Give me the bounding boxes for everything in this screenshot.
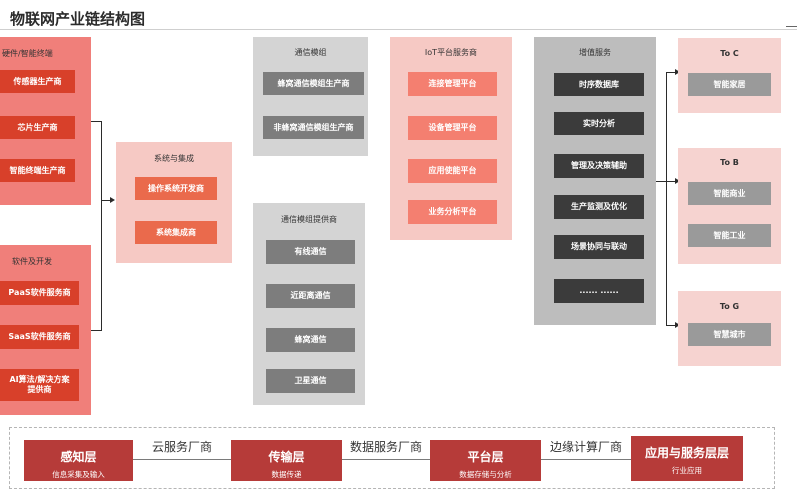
comm-provider-item-cellular: 蜂窝通信 bbox=[266, 328, 355, 352]
layer-platform: 平台层 数据存储与分析 bbox=[430, 440, 541, 481]
layer-platform-subtitle: 数据存储与分析 bbox=[459, 470, 512, 479]
layer-perception-subtitle: 信息采集及输入 bbox=[52, 470, 105, 479]
connector-edge: 边缘计算厂商 bbox=[549, 440, 622, 454]
value-added-panel-title: 增值服务 bbox=[579, 48, 611, 57]
layer-link-line bbox=[133, 459, 231, 460]
title-divider-accent bbox=[786, 26, 797, 27]
integration-item-os: 操作系统开发商 bbox=[135, 177, 217, 200]
title-divider bbox=[0, 29, 797, 30]
hardware-item-terminal: 智能终端生产商 bbox=[0, 159, 75, 182]
iot-platform-panel-title: IoT平台服务商 bbox=[424, 48, 478, 57]
comm-provider-item-satellite: 卫星通信 bbox=[266, 369, 355, 393]
arrow-head-icon bbox=[675, 178, 680, 184]
comm-provider-item-wired: 有线通信 bbox=[266, 240, 355, 264]
integration-item-si: 系统集成商 bbox=[135, 221, 217, 244]
arrow-head-icon bbox=[110, 197, 115, 203]
comm-module-panel: 通信模组 蜂窝通信模组生产商 非蜂窝通信模组生产商 bbox=[253, 37, 368, 156]
connector-line bbox=[101, 121, 102, 331]
iot-platform-item-device: 设备管理平台 bbox=[408, 116, 497, 140]
layer-transmission: 传输层 数据传递 bbox=[231, 440, 342, 481]
to-c-panel: To C 智能家居 bbox=[678, 38, 781, 113]
connector-line bbox=[666, 72, 676, 73]
to-b-panel: To B 智能商业 智能工业 bbox=[678, 148, 781, 264]
iot-platform-item-application: 应用使能平台 bbox=[408, 159, 497, 183]
layer-perception-title: 感知层 bbox=[60, 450, 97, 464]
layer-perception: 感知层 信息采集及输入 bbox=[24, 440, 133, 481]
iot-platform-item-connection: 连接管理平台 bbox=[408, 72, 497, 96]
comm-provider-panel: 通信模组提供商 有线通信 近距离通信 蜂窝通信 卫星通信 bbox=[253, 203, 365, 405]
iot-platform-panel: IoT平台服务商 连接管理平台 设备管理平台 应用使能平台 业务分析平台 bbox=[390, 37, 512, 240]
value-added-item-monitoring: 生产监测及优化 bbox=[554, 195, 644, 219]
value-added-item-collab: 场景协同与联动 bbox=[554, 235, 644, 259]
layer-platform-title: 平台层 bbox=[467, 450, 504, 464]
layer-link-line bbox=[342, 459, 430, 460]
layer-strip-border bbox=[9, 427, 775, 489]
comm-provider-panel-title: 通信模组提供商 bbox=[281, 215, 337, 224]
arrow-head-icon bbox=[675, 69, 680, 75]
layer-transmission-title: 传输层 bbox=[268, 450, 305, 464]
connector-line bbox=[666, 325, 676, 326]
value-added-item-more: ...... ...... bbox=[554, 279, 644, 303]
software-item-saas: SaaS软件服务商 bbox=[0, 325, 79, 349]
connector-data: 数据服务厂商 bbox=[349, 440, 422, 454]
value-added-panel: 增值服务 时序数据库 实时分析 管理及决策辅助 生产监测及优化 场景协同与联动 … bbox=[534, 37, 656, 325]
iot-platform-item-analytics: 业务分析平台 bbox=[408, 200, 497, 224]
connector-line bbox=[101, 200, 111, 201]
connector-line bbox=[91, 121, 101, 122]
arrow-head-icon bbox=[675, 322, 680, 328]
layer-application-title: 应用与服务层层 bbox=[644, 446, 729, 460]
hardware-panel: 硬件/智能终端 传感器生产商 芯片生产商 智能终端生产商 bbox=[0, 37, 91, 205]
connector-line bbox=[91, 330, 101, 331]
page-title: 物联网产业链结构图 bbox=[10, 10, 146, 28]
value-added-item-realtime: 实时分析 bbox=[554, 112, 644, 135]
connector-cloud: 云服务厂商 bbox=[151, 440, 212, 454]
software-panel-title: 软件及开发 bbox=[12, 257, 52, 266]
value-added-item-decision: 管理及决策辅助 bbox=[554, 154, 644, 178]
to-b-panel-title: To B bbox=[720, 158, 739, 167]
comm-module-item-cellular: 蜂窝通信模组生产商 bbox=[263, 72, 364, 95]
to-g-item-smart-city: 智慧城市 bbox=[688, 323, 771, 346]
to-g-panel-title: To G bbox=[719, 302, 740, 311]
connector-line bbox=[666, 181, 676, 182]
connector-line bbox=[666, 72, 667, 326]
layer-link-line bbox=[541, 459, 631, 460]
layer-application-subtitle: 行业应用 bbox=[672, 466, 702, 475]
to-c-panel-title: To C bbox=[720, 49, 739, 58]
integration-panel-title: 系统与集成 bbox=[154, 154, 194, 163]
to-g-panel: To G 智慧城市 bbox=[678, 291, 781, 366]
software-item-paas: PaaS软件服务商 bbox=[0, 281, 79, 305]
software-item-ai: AI算法/解决方案 提供商 bbox=[0, 369, 79, 401]
comm-provider-item-short-range: 近距离通信 bbox=[266, 284, 355, 308]
hardware-panel-title: 硬件/智能终端 bbox=[2, 49, 53, 58]
layer-application: 应用与服务层层 行业应用 bbox=[631, 436, 743, 481]
value-added-item-tsdb: 时序数据库 bbox=[554, 73, 644, 96]
to-b-item-commerce: 智能商业 bbox=[688, 182, 771, 205]
connector-line bbox=[656, 181, 666, 182]
comm-module-panel-title: 通信模组 bbox=[294, 48, 327, 57]
integration-panel: 系统与集成 操作系统开发商 系统集成商 bbox=[116, 142, 232, 263]
comm-module-item-noncellular: 非蜂窝通信模组生产商 bbox=[263, 116, 364, 139]
to-c-item-smart-home: 智能家居 bbox=[688, 73, 771, 96]
software-panel: 软件及开发 PaaS软件服务商 SaaS软件服务商 AI算法/解决方案 提供商 bbox=[0, 245, 91, 415]
hardware-item-chip: 芯片生产商 bbox=[0, 116, 75, 139]
to-b-item-industry: 智能工业 bbox=[688, 224, 771, 247]
hardware-item-sensor: 传感器生产商 bbox=[0, 70, 75, 93]
layer-transmission-subtitle: 数据传递 bbox=[271, 470, 302, 479]
